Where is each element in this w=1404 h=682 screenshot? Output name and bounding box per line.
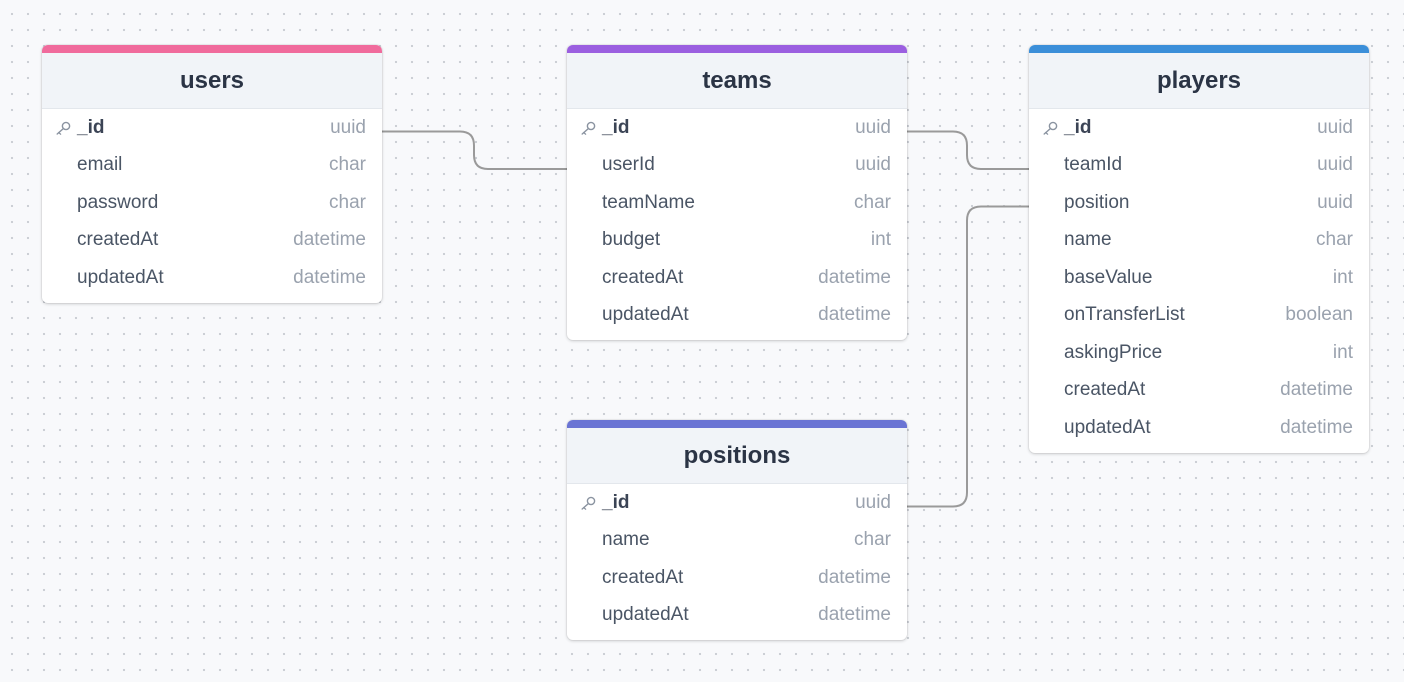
- key-icon: [1042, 121, 1058, 135]
- field-name: updatedAt: [1064, 416, 1151, 438]
- field-type: boolean: [1285, 304, 1353, 326]
- field-row[interactable]: baseValue int: [1029, 259, 1369, 297]
- field-row[interactable]: name char: [1029, 222, 1369, 260]
- field-type: datetime: [1280, 379, 1353, 401]
- field-name: name: [602, 529, 650, 551]
- table-color-bar: [42, 45, 382, 53]
- field-type: datetime: [293, 266, 366, 288]
- table-footer: [1029, 447, 1369, 453]
- table-footer: [42, 297, 382, 303]
- field-type: int: [870, 229, 891, 251]
- field-name: position: [1064, 191, 1130, 213]
- field-name: createdAt: [1064, 379, 1146, 401]
- field-type: datetime: [293, 229, 366, 251]
- field-type: uuid: [1317, 116, 1353, 138]
- field-name: password: [77, 191, 159, 213]
- relation-teams-id-to-players-teamid[interactable]: [907, 130, 1030, 170]
- field-name: _id: [602, 491, 630, 513]
- table-footer: [567, 634, 907, 640]
- field-row[interactable]: createdAt datetime: [567, 259, 907, 297]
- field-type: char: [329, 154, 366, 176]
- field-row[interactable]: name char: [567, 522, 907, 560]
- field-type: uuid: [1317, 154, 1353, 176]
- field-row[interactable]: _id uuid: [567, 109, 907, 147]
- field-name: name: [1064, 229, 1112, 251]
- table-title[interactable]: positions: [567, 428, 907, 484]
- field-type: int: [1332, 341, 1353, 363]
- table-color-bar: [567, 45, 907, 53]
- table-title[interactable]: players: [1029, 53, 1369, 109]
- field-name: askingPrice: [1064, 341, 1163, 363]
- field-row[interactable]: createdAt datetime: [42, 222, 382, 260]
- field-name: updatedAt: [77, 266, 164, 288]
- field-name: createdAt: [602, 266, 684, 288]
- field-name: _id: [1064, 116, 1092, 138]
- field-name: teamId: [1064, 154, 1123, 176]
- field-name: createdAt: [602, 566, 684, 588]
- relation-users-id-to-teams-userid[interactable]: [382, 130, 568, 170]
- field-type: datetime: [818, 566, 891, 588]
- field-row[interactable]: updatedAt datetime: [1029, 409, 1369, 447]
- field-type: datetime: [818, 304, 891, 326]
- field-row[interactable]: position uuid: [1029, 184, 1369, 222]
- field-row[interactable]: updatedAt datetime: [567, 297, 907, 335]
- field-row[interactable]: createdAt datetime: [1029, 372, 1369, 410]
- field-row[interactable]: createdAt datetime: [567, 559, 907, 597]
- field-type: datetime: [818, 266, 891, 288]
- relation-positions-id-to-players-position[interactable]: [907, 205, 1030, 508]
- field-name: createdAt: [77, 229, 159, 251]
- field-row[interactable]: budget int: [567, 222, 907, 260]
- field-row[interactable]: askingPrice int: [1029, 334, 1369, 372]
- field-row[interactable]: password char: [42, 184, 382, 222]
- field-type: uuid: [855, 154, 891, 176]
- field-row[interactable]: _id uuid: [1029, 109, 1369, 147]
- field-type: int: [1332, 266, 1353, 288]
- table-users[interactable]: users _id uuid email char password char created…: [42, 45, 382, 303]
- table-positions[interactable]: positions _id uuid name char createdAt datetim…: [567, 420, 907, 640]
- table-title[interactable]: users: [42, 53, 382, 109]
- field-type: uuid: [330, 116, 366, 138]
- field-type: datetime: [818, 604, 891, 626]
- field-name: email: [77, 154, 123, 176]
- table-color-bar: [1029, 45, 1369, 53]
- field-type: char: [854, 191, 891, 213]
- field-name: budget: [602, 229, 661, 251]
- field-type: char: [1316, 229, 1353, 251]
- table-title[interactable]: teams: [567, 53, 907, 109]
- field-type: datetime: [1280, 416, 1353, 438]
- field-name: teamName: [602, 191, 695, 213]
- field-type: char: [329, 191, 366, 213]
- field-row[interactable]: email char: [42, 147, 382, 185]
- field-row[interactable]: updatedAt datetime: [42, 259, 382, 297]
- field-row[interactable]: userId uuid: [567, 147, 907, 185]
- field-row[interactable]: _id uuid: [567, 484, 907, 522]
- field-type: char: [854, 529, 891, 551]
- key-icon: [580, 121, 596, 135]
- field-name: onTransferList: [1064, 304, 1185, 326]
- field-row[interactable]: updatedAt datetime: [567, 597, 907, 635]
- table-footer: [567, 334, 907, 340]
- field-name: _id: [602, 116, 630, 138]
- field-row[interactable]: teamName char: [567, 184, 907, 222]
- field-name: userId: [602, 154, 655, 176]
- key-icon: [580, 496, 596, 510]
- table-color-bar: [567, 420, 907, 428]
- key-icon: [55, 121, 71, 135]
- field-name: _id: [77, 116, 105, 138]
- field-row[interactable]: onTransferList boolean: [1029, 297, 1369, 335]
- field-row[interactable]: _id uuid: [42, 109, 382, 147]
- field-name: updatedAt: [602, 304, 689, 326]
- field-row[interactable]: teamId uuid: [1029, 147, 1369, 185]
- field-name: baseValue: [1064, 266, 1153, 288]
- field-type: uuid: [1317, 191, 1353, 213]
- field-type: uuid: [855, 116, 891, 138]
- field-name: updatedAt: [602, 604, 689, 626]
- field-type: uuid: [855, 491, 891, 513]
